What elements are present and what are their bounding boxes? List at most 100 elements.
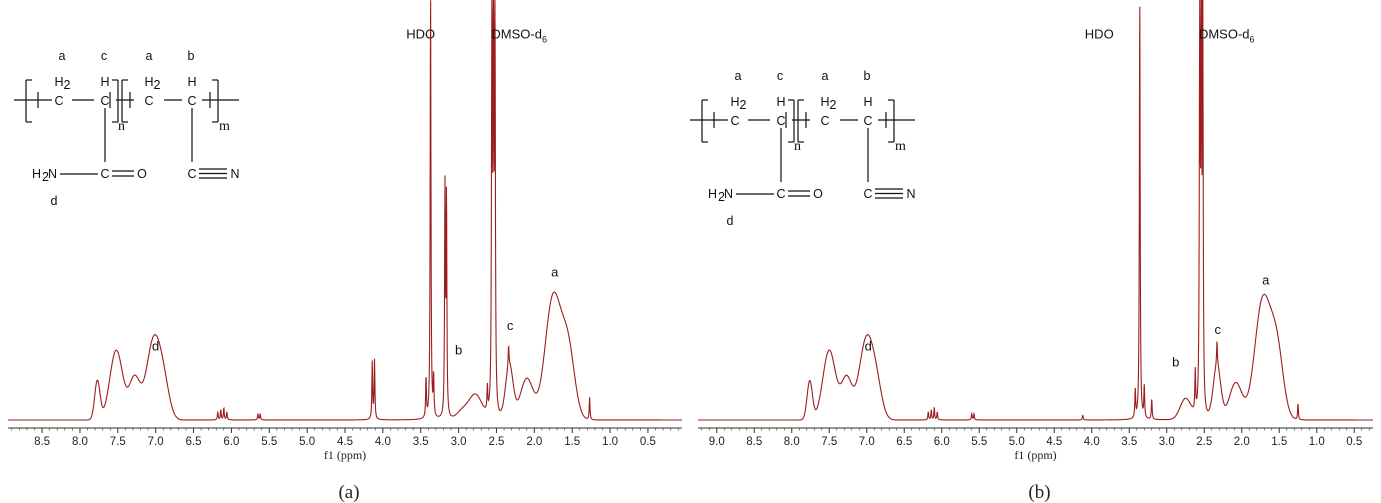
subscript-2: 2	[64, 78, 71, 92]
atom-h: H	[863, 95, 872, 109]
atom-amide-h: H	[708, 187, 717, 201]
atom-carbon: C	[187, 94, 196, 108]
atom-oxygen: O	[137, 167, 147, 181]
proton-label-d: d	[727, 214, 734, 228]
x-tick-label: 8.5	[34, 436, 50, 448]
proton-label-b-top: b	[188, 49, 195, 63]
subscript-2: 2	[154, 78, 161, 92]
x-tick-label: 3.0	[1159, 436, 1175, 448]
x-tick-label: 2.5	[1196, 436, 1212, 448]
x-tick-label: 4.0	[375, 436, 391, 448]
atom-nitrogen: N	[906, 187, 915, 201]
atom-carbon: C	[820, 114, 829, 128]
x-tick-label: 3.0	[451, 436, 467, 448]
atom-oxygen: O	[813, 187, 823, 201]
x-tick-label: 2.0	[526, 436, 542, 448]
x-tick-label: 3.5	[1121, 436, 1137, 448]
subscript-2: 2	[740, 98, 747, 112]
proton-label-a-top: a	[735, 69, 742, 83]
proton-label-a-top: a	[822, 69, 829, 83]
x-tick-label: 4.0	[1084, 436, 1100, 448]
subscript-2: 2	[718, 190, 725, 204]
x-tick-label: 1.5	[564, 436, 580, 448]
peak-annotation-dmso-d: DMSO-d6	[1199, 27, 1255, 45]
peak-annotation-hdo: HDO	[406, 27, 435, 42]
peak-annotation-a: a	[1262, 273, 1270, 288]
x-tick-label: 1.0	[1309, 436, 1325, 448]
x-tick-label: 6.0	[934, 436, 950, 448]
nmr-spectrum-a: 8.5 8.0 7.5 7.0 6.5 6.0 5.5 5.0 4.5 4.0 3.5 3.0 2.5 2…	[8, 0, 682, 503]
peak-annotation-a: a	[551, 265, 559, 280]
x-tick-label: 9.0	[709, 436, 725, 448]
x-tick-label: 7.0	[859, 436, 875, 448]
x-tick-label: 6.5	[896, 436, 912, 448]
x-tick-label: 7.5	[110, 436, 126, 448]
atom-carbonyl-c: C	[100, 167, 109, 181]
peak-annotation-b: b	[455, 342, 462, 357]
repeat-m: m	[219, 119, 230, 134]
x-tick-label: 5.5	[971, 436, 987, 448]
atom-carbon: C	[863, 114, 872, 128]
repeat-n: n	[118, 119, 125, 134]
atom-h2: H	[730, 95, 739, 109]
x-tick-label: 6.5	[186, 436, 202, 448]
repeat-n: n	[794, 139, 801, 154]
atom-h2: H	[820, 95, 829, 109]
x-tick-label: 7.5	[821, 436, 837, 448]
atom-carbon: C	[144, 94, 153, 108]
x-tick-label: 4.5	[337, 436, 353, 448]
x-tick-label: 8.0	[72, 436, 88, 448]
spectrum-panel-a: 8.5 8.0 7.5 7.0 6.5 6.0 5.5 5.0 4.5 4.0 3.5 3.0 2.5 2…	[0, 0, 690, 503]
atom-carbon: C	[54, 94, 63, 108]
x-tick-label: 2.5	[488, 436, 504, 448]
x-tick-label: 2.0	[1234, 436, 1250, 448]
x-tick-label: 5.5	[261, 436, 277, 448]
x-tick-label: 6.0	[223, 436, 239, 448]
proton-label-a-top: a	[59, 49, 66, 63]
atom-amide-h: H	[32, 167, 41, 181]
peak-annotation-c: c	[1215, 322, 1222, 337]
peak-annotation-c: c	[507, 318, 514, 333]
atom-h2: H	[144, 75, 153, 89]
atom-carbon: C	[776, 114, 785, 128]
peak-annotation-b: b	[1172, 355, 1179, 370]
proton-label-c-top: c	[777, 69, 783, 83]
x-tick-label: 5.0	[299, 436, 315, 448]
proton-label-c-top: c	[101, 49, 107, 63]
atom-nitrogen: N	[230, 167, 239, 181]
x-tick-label: 7.0	[148, 436, 164, 448]
x-tick-label: 8.5	[746, 436, 762, 448]
atom-carbon: C	[730, 114, 739, 128]
peak-annotation-d: d	[152, 338, 159, 353]
x-tick-label: 1.0	[602, 436, 618, 448]
subscript-2: 2	[42, 170, 49, 184]
atom-h: H	[100, 75, 109, 89]
repeat-m: m	[895, 139, 906, 154]
panel-label: (b)	[1028, 482, 1050, 503]
x-tick-label: 3.5	[413, 436, 429, 448]
proton-label-b-top: b	[864, 69, 871, 83]
atom-h: H	[187, 75, 196, 89]
x-tick-label: 5.0	[1009, 436, 1025, 448]
atom-carbon: C	[100, 94, 109, 108]
subscript-2: 2	[830, 98, 837, 112]
spectrum-trace	[8, 0, 682, 421]
x-tick-label: 0.5	[1346, 436, 1362, 448]
x-axis-label: f1 (ppm)	[324, 448, 366, 462]
peak-annotation-dmso-d: DMSO-d6	[491, 27, 547, 45]
atom-h: H	[776, 95, 785, 109]
x-tick-label: 1.5	[1271, 436, 1287, 448]
atom-amide-n: N	[48, 167, 57, 181]
atom-carbonyl-c: C	[776, 187, 785, 201]
x-axis-label: f1 (ppm)	[1014, 448, 1056, 462]
proton-label-d: d	[51, 194, 58, 208]
atom-nitrile-c: C	[863, 187, 872, 201]
atom-h2: H	[54, 75, 63, 89]
x-tick-label: 4.5	[1046, 436, 1062, 448]
proton-label-a-top: a	[146, 49, 153, 63]
panel-label: (a)	[338, 482, 359, 503]
